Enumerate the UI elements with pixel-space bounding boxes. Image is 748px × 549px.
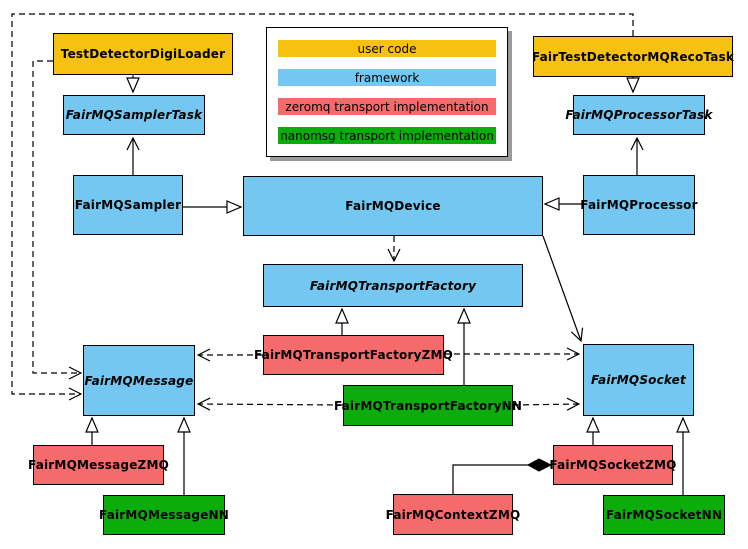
node-fairmqsocket: FairMQSocket <box>583 344 694 416</box>
node-fairmqprocessor: FairMQProcessor <box>580 175 698 235</box>
node-fairmqsocketzmq: FairMQSocketZMQ <box>549 445 676 485</box>
node-fairmqtransportfactory: FairMQTransportFactory <box>263 264 523 307</box>
node-fairtestdetectormqrecotask: FairTestDetectorMQRecoTask <box>532 36 734 77</box>
node-fairmqprocessortask: FairMQProcessorTask <box>565 95 712 135</box>
node-fairmqtransportfactorynn: FairMQTransportFactoryNN <box>334 385 522 426</box>
node-fairmqsocketnn: FairMQSocketNN <box>603 495 725 535</box>
edge-factorynn-socket <box>512 404 579 405</box>
node-fairmqtransportfactoryzmq: FairMQTransportFactoryZMQ <box>254 335 453 375</box>
node-fairmqcontextzmq: FairMQContextZMQ <box>386 494 520 535</box>
legend-item-framework: framework <box>278 69 496 86</box>
edge-contextzmq-socketzmq <box>452 465 551 494</box>
legend-item-zeromq: zeromq transport implementation <box>278 98 496 115</box>
edge-device-socket <box>542 235 581 341</box>
node-fairmqsampler: FairMQSampler <box>73 175 183 235</box>
legend-item-nanomsg: nanomsg transport implementation <box>278 127 496 144</box>
node-testdetectordigiloader: TestDetectorDigiLoader <box>53 33 233 75</box>
legend-item-user-code: user code <box>278 40 496 57</box>
node-fairmqmessagezmq: FairMQMessageZMQ <box>28 445 169 485</box>
node-fairmqsamplertask: FairMQSamplerTask <box>63 95 205 135</box>
node-fairmqdevice: FairMQDevice <box>243 176 543 236</box>
legend: user code framework zeromq transport imp… <box>266 27 508 157</box>
node-fairmqmessage: FairMQMessage <box>83 345 195 416</box>
edge-factorynn-message <box>198 404 344 405</box>
node-fairmqmessagenn: FairMQMessageNN <box>99 495 229 535</box>
